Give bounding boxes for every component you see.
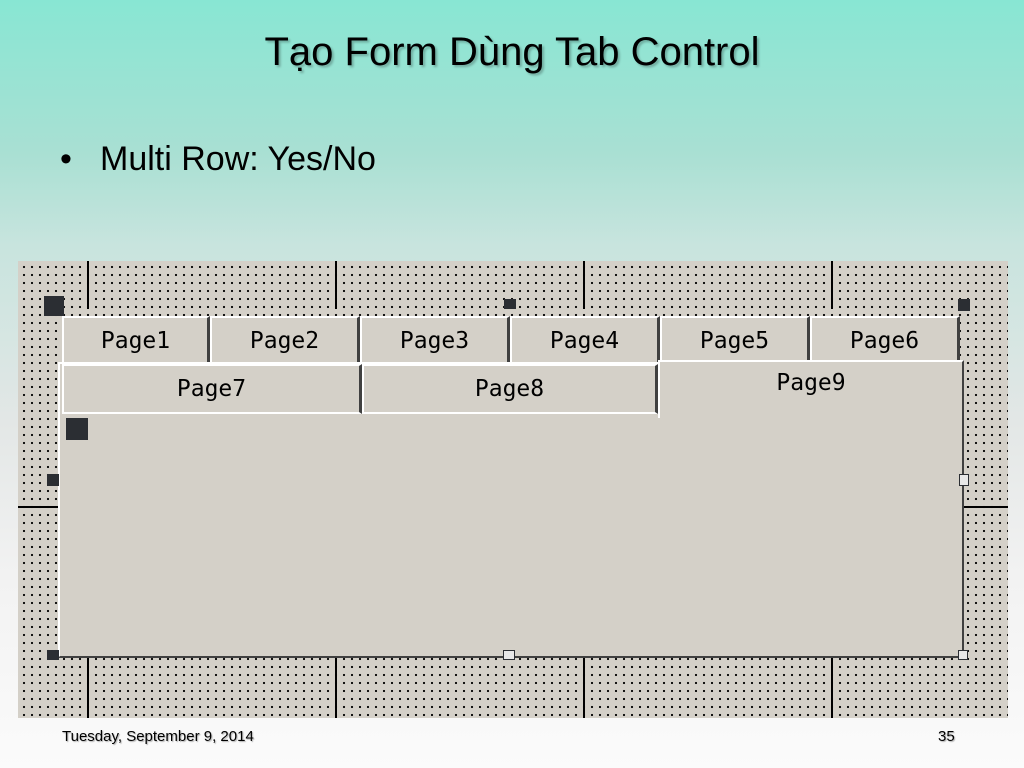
tab-page8[interactable]: Page8 [362, 364, 658, 414]
grid-vline [87, 658, 89, 718]
tab-label: Page4 [549, 328, 620, 354]
bullet-text: Multi Row: Yes/No [100, 140, 376, 178]
grid-vline [335, 658, 337, 718]
tab-label: Page5 [699, 328, 770, 354]
tab-label: Page2 [249, 328, 320, 354]
tab-page4[interactable]: Page4 [510, 316, 660, 364]
grid-vline [335, 261, 337, 309]
tab-page7[interactable]: Page7 [62, 364, 362, 414]
grid-vline [583, 261, 585, 309]
tab-page3[interactable]: Page3 [360, 316, 510, 364]
grid-vline [583, 658, 585, 718]
grid-vline [831, 261, 833, 309]
focus-marker [66, 418, 88, 440]
resize-handle-bottom-left[interactable] [47, 650, 59, 660]
resize-handle-top-center[interactable] [504, 299, 516, 309]
resize-handle-top-right[interactable] [958, 299, 970, 311]
resize-handle-bottom-center[interactable] [503, 650, 515, 660]
tab-page2[interactable]: Page2 [210, 316, 360, 364]
grid-hline [964, 506, 1008, 508]
tab-control[interactable]: Page1 Page2 Page3 Page4 Page5 Page6 Page… [58, 314, 964, 658]
grid-vline [831, 658, 833, 718]
resize-handle-middle-left[interactable] [47, 474, 59, 486]
slide-title: Tạo Form Dùng Tab Control [264, 30, 760, 74]
tab-page1[interactable]: Page1 [62, 316, 210, 364]
resize-handle-bottom-right[interactable] [958, 650, 968, 660]
bullet-dot: • [60, 140, 72, 178]
resize-handle-middle-right[interactable] [959, 474, 969, 486]
tab-page6[interactable]: Page6 [810, 316, 960, 364]
tab-label: Page3 [399, 328, 470, 354]
tab-page5[interactable]: Page5 [660, 316, 810, 364]
grid-vline [87, 261, 89, 309]
footer-date: Tuesday, September 9, 2014 [62, 728, 254, 745]
grid-hline [18, 506, 58, 508]
tab-label: Page7 [176, 376, 247, 402]
resize-handle-top-left[interactable] [44, 296, 64, 316]
tab-label: Page1 [100, 328, 171, 354]
tab-page9[interactable]: Page9 [658, 360, 964, 418]
tab-label: Page9 [776, 370, 846, 396]
tab-label: Page8 [474, 376, 545, 402]
footer-page-number: 35 [938, 728, 955, 745]
tab-label: Page6 [849, 328, 920, 354]
bullet-item: • Multi Row: Yes/No [60, 140, 376, 179]
